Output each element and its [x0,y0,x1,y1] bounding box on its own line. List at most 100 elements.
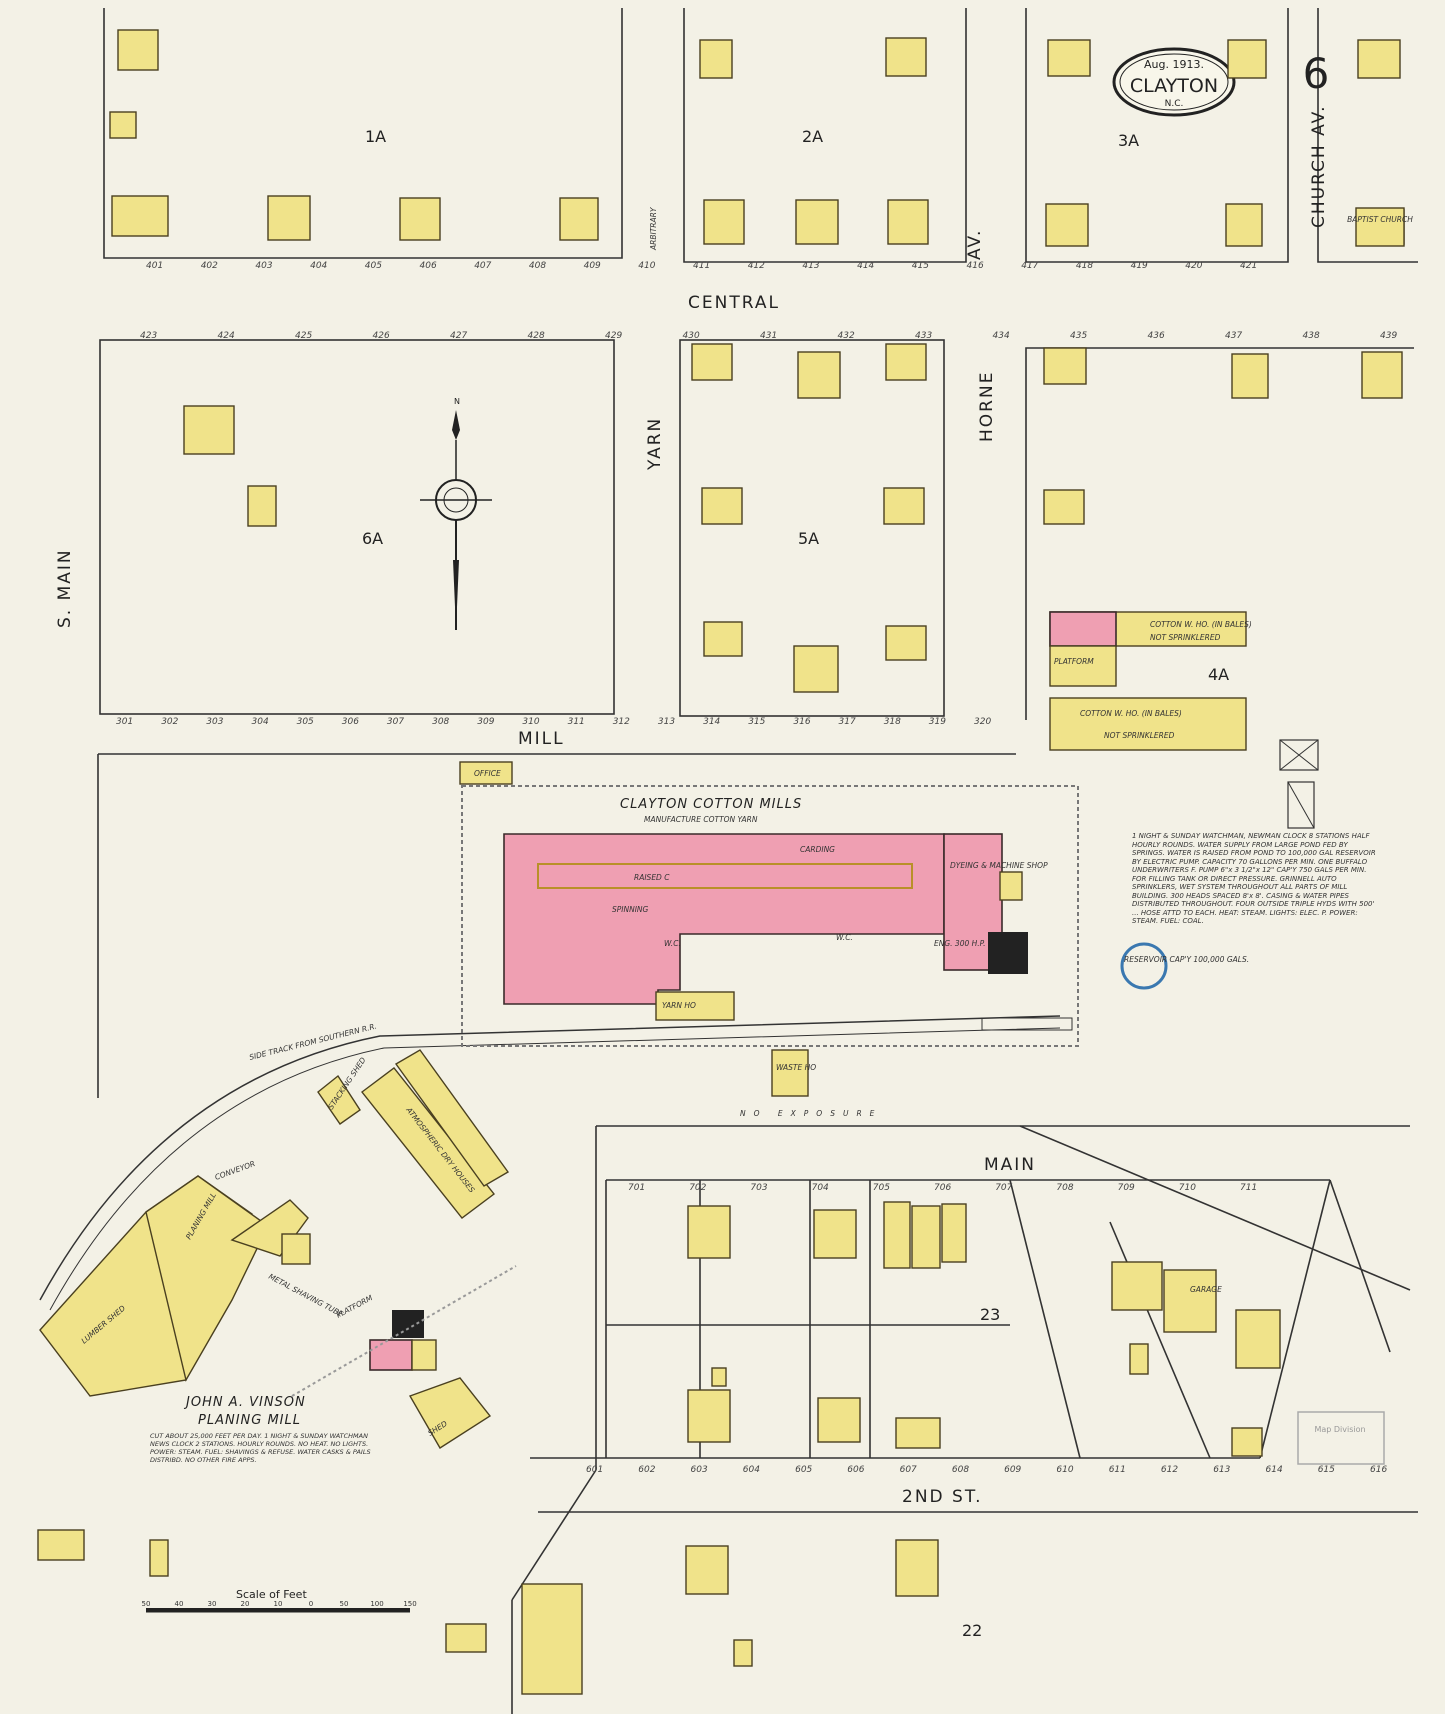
house-number: 315 [748,717,765,727]
house-number: 606 [847,1465,864,1475]
house-number: 605 [795,1465,812,1475]
scale-tick-label: 150 [403,1600,416,1608]
street-mill: MILL [518,729,565,749]
street-2nd-st: 2ND ST. [902,1487,983,1507]
house-number: 710 [1179,1183,1196,1193]
scale-tick-label: 40 [175,1600,184,1608]
room-office: OFFICE [474,769,501,778]
house-number: 318 [884,717,901,727]
house-number: 301 [116,717,133,727]
house-number: 401 [146,261,163,271]
street-s-main: S. MAIN [55,548,75,628]
house-number: 307 [387,717,404,727]
badge-date: Aug. 1913. [1144,58,1204,71]
house-number: 431 [760,331,777,341]
badge-state: N.C. [1165,99,1184,109]
house-number: 705 [873,1183,890,1193]
house-number: 411 [693,261,710,271]
house-number: 433 [915,331,932,341]
block-1a: 1A [365,127,386,146]
street-labels: CENTRAL AV. YARN HORNE MILL S. MAIN CHUR… [55,104,1329,1507]
house-number: 608 [952,1465,969,1475]
scale-tick-label: 50 [340,1600,349,1608]
svg-text:N: N [454,397,460,406]
house-number: 603 [691,1465,708,1475]
house-number: 319 [929,717,946,727]
sheet-number: 6 [1303,49,1330,98]
house-number: 437 [1225,331,1242,341]
warehouse-2-label: COTTON W. HO. (IN BALES) [1080,709,1182,718]
house-number: 309 [477,717,494,727]
street-arbitrary: ARBITRARY [649,206,658,251]
street-central: CENTRAL [688,293,780,313]
house-number: 610 [1056,1465,1073,1475]
baptist-church: BAPTIST CHURCH [1347,207,1413,247]
house-number: 305 [297,717,314,727]
house-number: 407 [474,261,491,271]
room-wc-2: W.C. [836,933,853,942]
house-number: 439 [1380,331,1397,341]
house-number: 320 [974,717,991,727]
room-dyeing: DYEING & MACHINE SHOP [950,861,1048,870]
badge-city: CLAYTON [1130,75,1218,97]
house-number: 616 [1370,1465,1387,1475]
street-main: MAIN [984,1155,1036,1175]
planing-notes: CUT ABOUT 25,000 FEET PER DAY. 1 NIGHT &… [150,1432,371,1464]
house-number: 415 [912,261,929,271]
house-number: 412 [748,261,765,271]
house-number: 317 [839,717,856,727]
warehouse-2-sub: NOT SPRINKLERED [1104,731,1175,740]
planing-title: PLANING MILL [198,1413,301,1428]
house-number: 409 [584,261,601,271]
block-5a: 5A [798,529,819,548]
house-number: 306 [342,717,359,727]
house-number: 428 [528,331,545,341]
scale-tick-label: 0 [309,1600,313,1608]
house-number: 406 [420,261,437,271]
house-number: 704 [812,1183,829,1193]
block-numbers: 1A 2A 3A 4A 5A 6A 23 22 [362,127,1229,1640]
scale-tick-label: 30 [208,1600,217,1608]
block-22: 22 [962,1621,982,1640]
scale-label: Scale of Feet [236,1588,307,1601]
house-number: 607 [900,1465,917,1475]
house-number: 403 [255,261,272,271]
room-spinning: SPINNING [612,905,649,914]
house-number: 435 [1070,331,1087,341]
title-badge: Aug. 1913. CLAYTON N.C. 6 [1112,47,1330,117]
house-number: 314 [703,717,720,727]
house-number: 711 [1240,1183,1257,1193]
house-number: 604 [743,1465,760,1475]
house-number: 612 [1161,1465,1178,1475]
house-number: 430 [683,331,700,341]
block-4a: 4A [1208,665,1229,684]
house-number: 426 [373,331,390,341]
house-number: 609 [1004,1465,1021,1475]
house-number: 708 [1056,1183,1073,1193]
house-number: 429 [605,331,622,341]
house-number: 703 [750,1183,767,1193]
house-number: 432 [838,331,855,341]
house-number: 316 [793,717,810,727]
house-number: 436 [1148,331,1165,341]
house-number: 410 [638,261,655,271]
house-number: 615 [1318,1465,1335,1475]
platform-label: PLATFORM [1054,657,1094,666]
house-number: 311 [568,717,585,727]
house-number: 614 [1266,1465,1283,1475]
street-horne: HORNE [977,371,997,442]
house-number: 312 [613,717,630,727]
house-number: 613 [1213,1465,1230,1475]
mill-name: CLAYTON COTTON MILLS [620,797,802,812]
block-3a: 3A [1118,131,1139,150]
street-church-av: CHURCH AV. [1309,104,1329,228]
house-number: 404 [310,261,327,271]
house-number: 709 [1118,1183,1135,1193]
room-engine: ENG. 300 H.P. [934,939,986,948]
warehouse-1-label: COTTON W. HO. (IN BALES) [1150,620,1252,629]
house-number: 310 [522,717,539,727]
